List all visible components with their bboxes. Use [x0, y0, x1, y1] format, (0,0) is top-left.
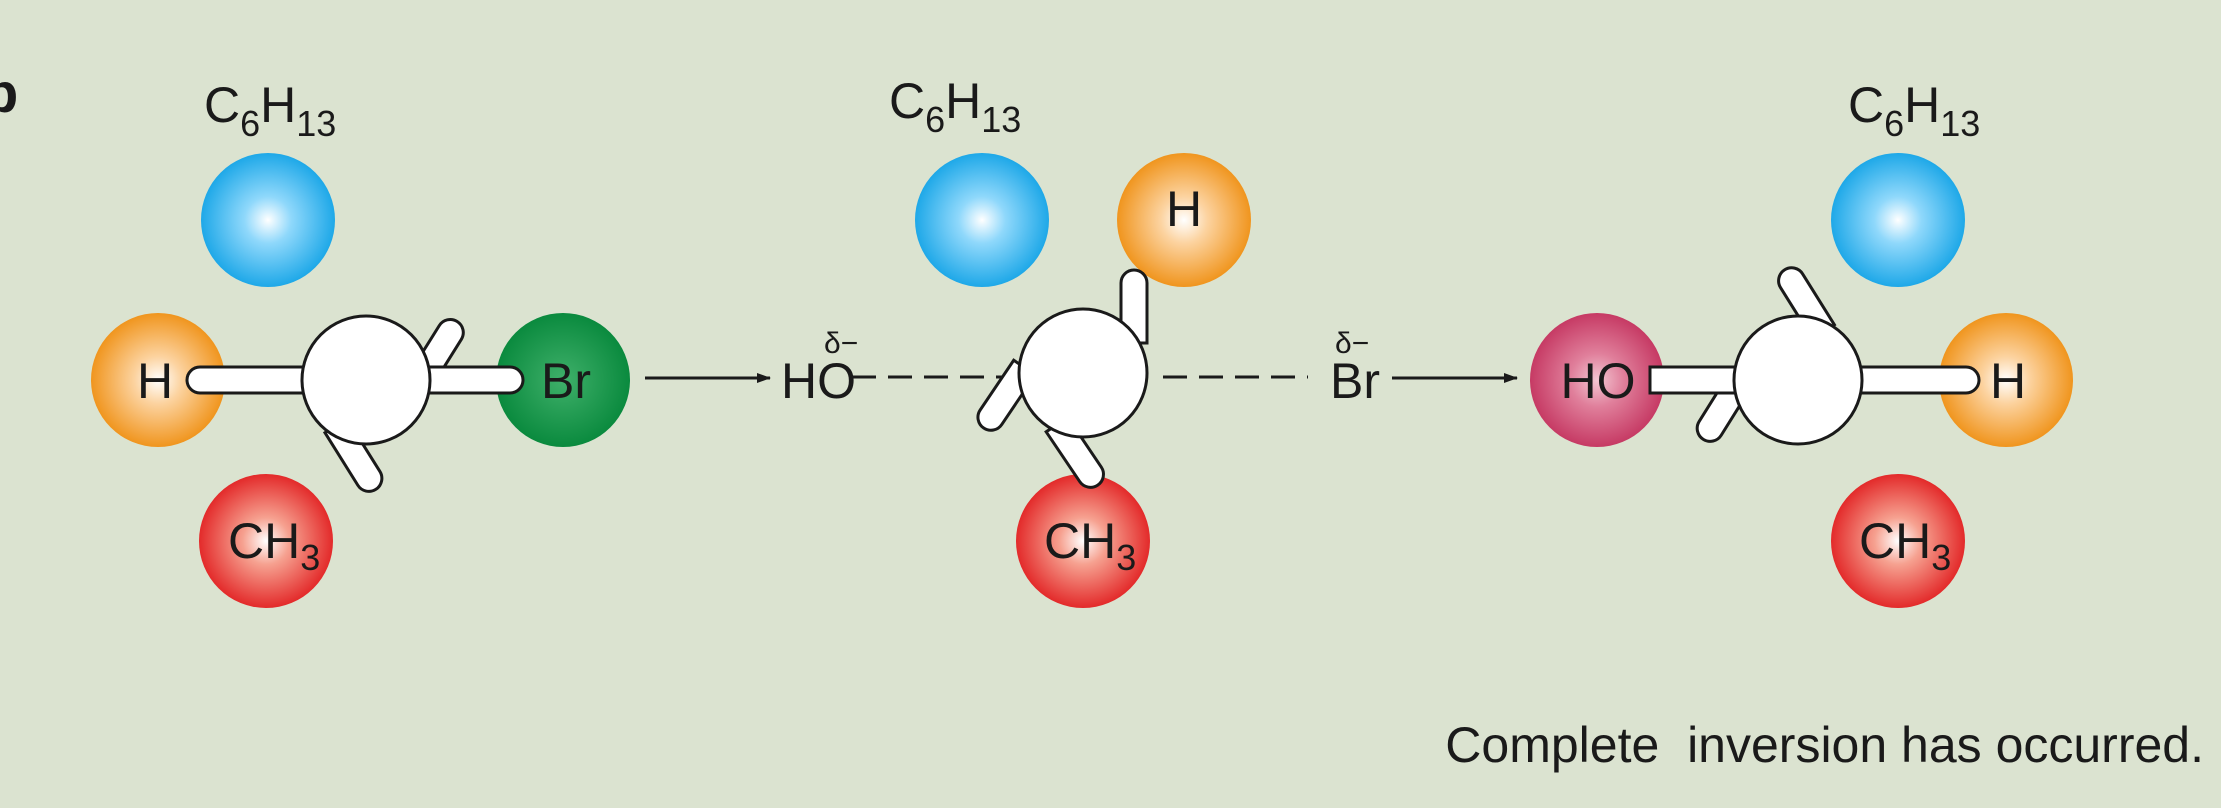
- ch3-atom: [199, 474, 333, 608]
- c6h13-label: C6H13: [204, 77, 336, 144]
- hydrogen-atom: [1117, 153, 1251, 287]
- bromine-label: Br: [541, 353, 591, 409]
- bond-to-bromine: [418, 365, 525, 395]
- hydroxyl-atom: [1530, 313, 1664, 447]
- ch3-atom: [1016, 474, 1150, 608]
- hydrogen-label: H: [137, 353, 173, 409]
- c6h13-atom: [201, 153, 335, 287]
- hydroxide-charge: δ−: [824, 327, 858, 360]
- bromide-charge: δ−: [1335, 327, 1369, 360]
- carbon-center: [1017, 307, 1149, 439]
- hydrogen-atom: [91, 313, 225, 447]
- panel-label: b: [0, 61, 18, 124]
- bromine-atom: [496, 313, 630, 447]
- bond-to-hydrogen: [185, 365, 322, 395]
- bromide-label: Br: [1330, 353, 1380, 409]
- ch3-label: CH3: [228, 513, 320, 578]
- c6h13-label: C6H13: [1848, 77, 1980, 144]
- carbon-center: [1732, 314, 1864, 446]
- hydroxyl-label: HO: [1561, 353, 1636, 409]
- ch3-label: CH3: [1859, 513, 1951, 578]
- bond-to-ch3: [1119, 268, 1149, 345]
- hydroxide-label: HO: [781, 353, 856, 409]
- c6h13-atom: [1831, 153, 1965, 287]
- bond-to-hydrogen: [1842, 365, 1981, 395]
- hydrogen-atom: [1939, 313, 2073, 447]
- carbon-center: [300, 314, 432, 446]
- hydrogen-label: H: [1166, 181, 1202, 237]
- caption: Complete inversion has occurred.: [1445, 717, 2204, 773]
- transition-state: HO δ− Br δ− C6H13 H CH3: [781, 73, 1380, 608]
- hydrogen-label: H: [1990, 353, 2026, 409]
- product-molecule: C6H13 HO H CH3: [1530, 77, 2073, 608]
- c6h13-label: C6H13: [889, 73, 1021, 140]
- bond-to-c6h13: [1044, 415, 1105, 489]
- ch3-label: CH3: [1044, 513, 1136, 578]
- ch3-atom: [1831, 474, 1965, 608]
- c6h13-atom: [915, 153, 1049, 287]
- reactant-molecule: C6H13 H Br CH3: [91, 77, 630, 608]
